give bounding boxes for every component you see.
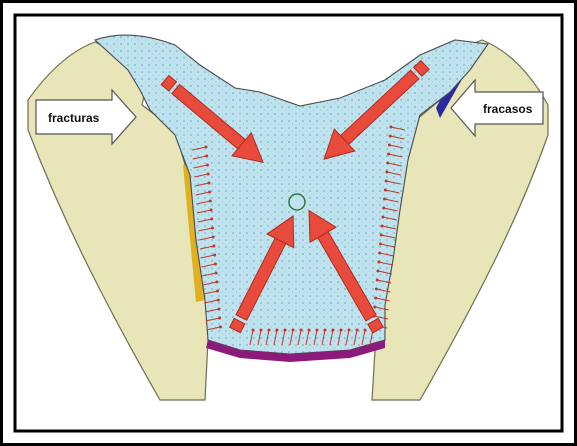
tick-dot xyxy=(213,254,216,257)
tick-dot xyxy=(381,225,384,228)
tick-dot xyxy=(376,279,379,282)
tick-dot xyxy=(388,144,391,147)
tick-dot xyxy=(377,261,380,264)
tick-dot xyxy=(214,263,217,266)
tick-dot xyxy=(219,326,222,329)
tick-dot xyxy=(268,329,271,332)
tick-dot xyxy=(252,329,255,332)
tick-dot xyxy=(210,218,213,221)
tick-dot xyxy=(205,155,208,158)
tick-dot xyxy=(378,252,381,255)
fracturas-label: fracturas xyxy=(48,111,100,125)
tick-dot xyxy=(382,207,385,210)
tick-dot xyxy=(206,164,209,167)
tick-dot xyxy=(260,329,263,332)
tick-dot xyxy=(300,329,303,332)
tick-dot xyxy=(381,216,384,219)
tick-dot xyxy=(216,290,219,293)
tick-dot xyxy=(375,288,378,291)
tick-dot xyxy=(373,306,376,309)
tick-dot xyxy=(208,191,211,194)
tick-dot xyxy=(332,329,335,332)
tick-dot xyxy=(211,227,214,230)
tick-dot xyxy=(390,126,393,129)
tick-dot xyxy=(212,236,215,239)
tick-dot xyxy=(316,329,319,332)
tick-dot xyxy=(217,299,220,302)
center-circle-icon xyxy=(289,194,305,210)
tick-dot xyxy=(284,329,287,332)
tick-dot xyxy=(218,317,221,320)
tick-dot xyxy=(386,162,389,165)
tick-dot xyxy=(215,281,218,284)
fracasos-label: fracasos xyxy=(483,102,533,116)
tick-dot xyxy=(212,245,215,248)
tick-dot xyxy=(377,270,380,273)
tick-dot xyxy=(348,329,351,332)
tick-dot xyxy=(292,329,295,332)
tick-dot xyxy=(374,297,377,300)
tick-dot xyxy=(383,198,386,201)
tick-dot xyxy=(387,153,390,156)
tick-dot xyxy=(308,329,311,332)
tick-dot xyxy=(380,234,383,237)
tick-dot xyxy=(276,329,279,332)
tick-dot xyxy=(364,329,367,332)
tick-dot xyxy=(389,135,392,138)
tick-dot xyxy=(210,209,213,212)
tick-dot xyxy=(385,171,388,174)
tick-dot xyxy=(384,189,387,192)
tick-dot xyxy=(379,243,382,246)
tick-dot xyxy=(205,146,208,149)
tick-dot xyxy=(340,329,343,332)
tick-dot xyxy=(207,182,210,185)
tick-dot xyxy=(356,329,359,332)
tick-dot xyxy=(385,180,388,183)
tick-dot xyxy=(207,173,210,176)
tick-dot xyxy=(324,329,327,332)
tick-dot xyxy=(209,200,212,203)
tick-dot xyxy=(215,272,218,275)
tick-dot xyxy=(217,308,220,311)
